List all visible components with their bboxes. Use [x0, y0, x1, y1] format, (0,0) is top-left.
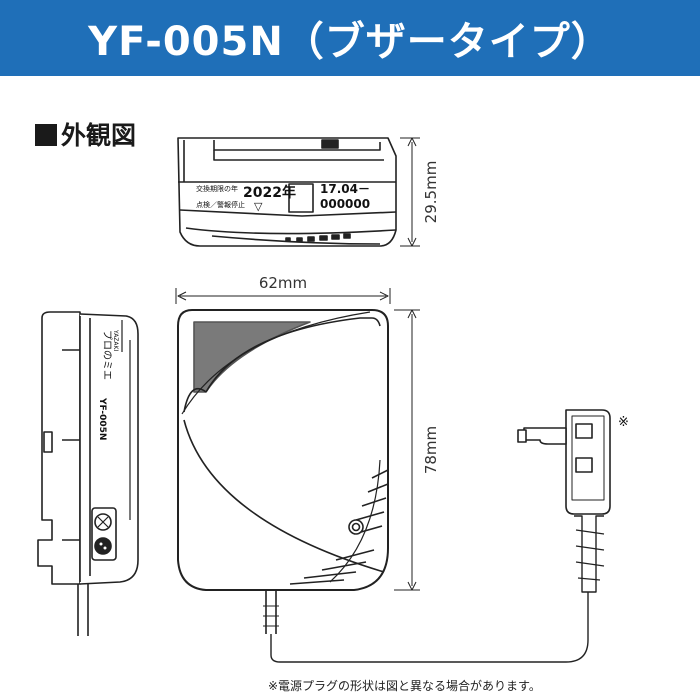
side-model: YF-005N: [97, 397, 107, 440]
top-label-check: 点検／警報停止: [196, 200, 245, 209]
side-brand: プロのミエ: [101, 330, 113, 380]
triangle-mark: ▽: [254, 200, 263, 213]
front-height-dim: 78mm: [422, 426, 440, 474]
square-bullet-icon: [35, 124, 57, 146]
header-title: YF-005N（ブザータイプ）: [0, 0, 700, 76]
plug-note-mark: ※: [618, 415, 629, 430]
serial-top: 17.04－: [320, 182, 370, 196]
side-maker: YAZAKI: [112, 329, 119, 351]
top-height-dim: 29.5mm: [422, 161, 440, 224]
footnote: ※電源プラグの形状は図と異なる場合があります。: [268, 679, 541, 693]
section-title: 外観図: [35, 116, 136, 152]
power-plug: [517, 409, 611, 593]
top-label-expiry: 交換期限の年: [196, 184, 238, 193]
front-view: [175, 288, 589, 663]
side-view: [37, 311, 139, 636]
top-label-year: 2022年: [243, 184, 296, 201]
section-title-text: 外観図: [61, 121, 137, 150]
serial-bottom: 000000: [320, 197, 370, 211]
top-view: [177, 137, 420, 247]
front-width-dim: 62mm: [259, 274, 307, 292]
